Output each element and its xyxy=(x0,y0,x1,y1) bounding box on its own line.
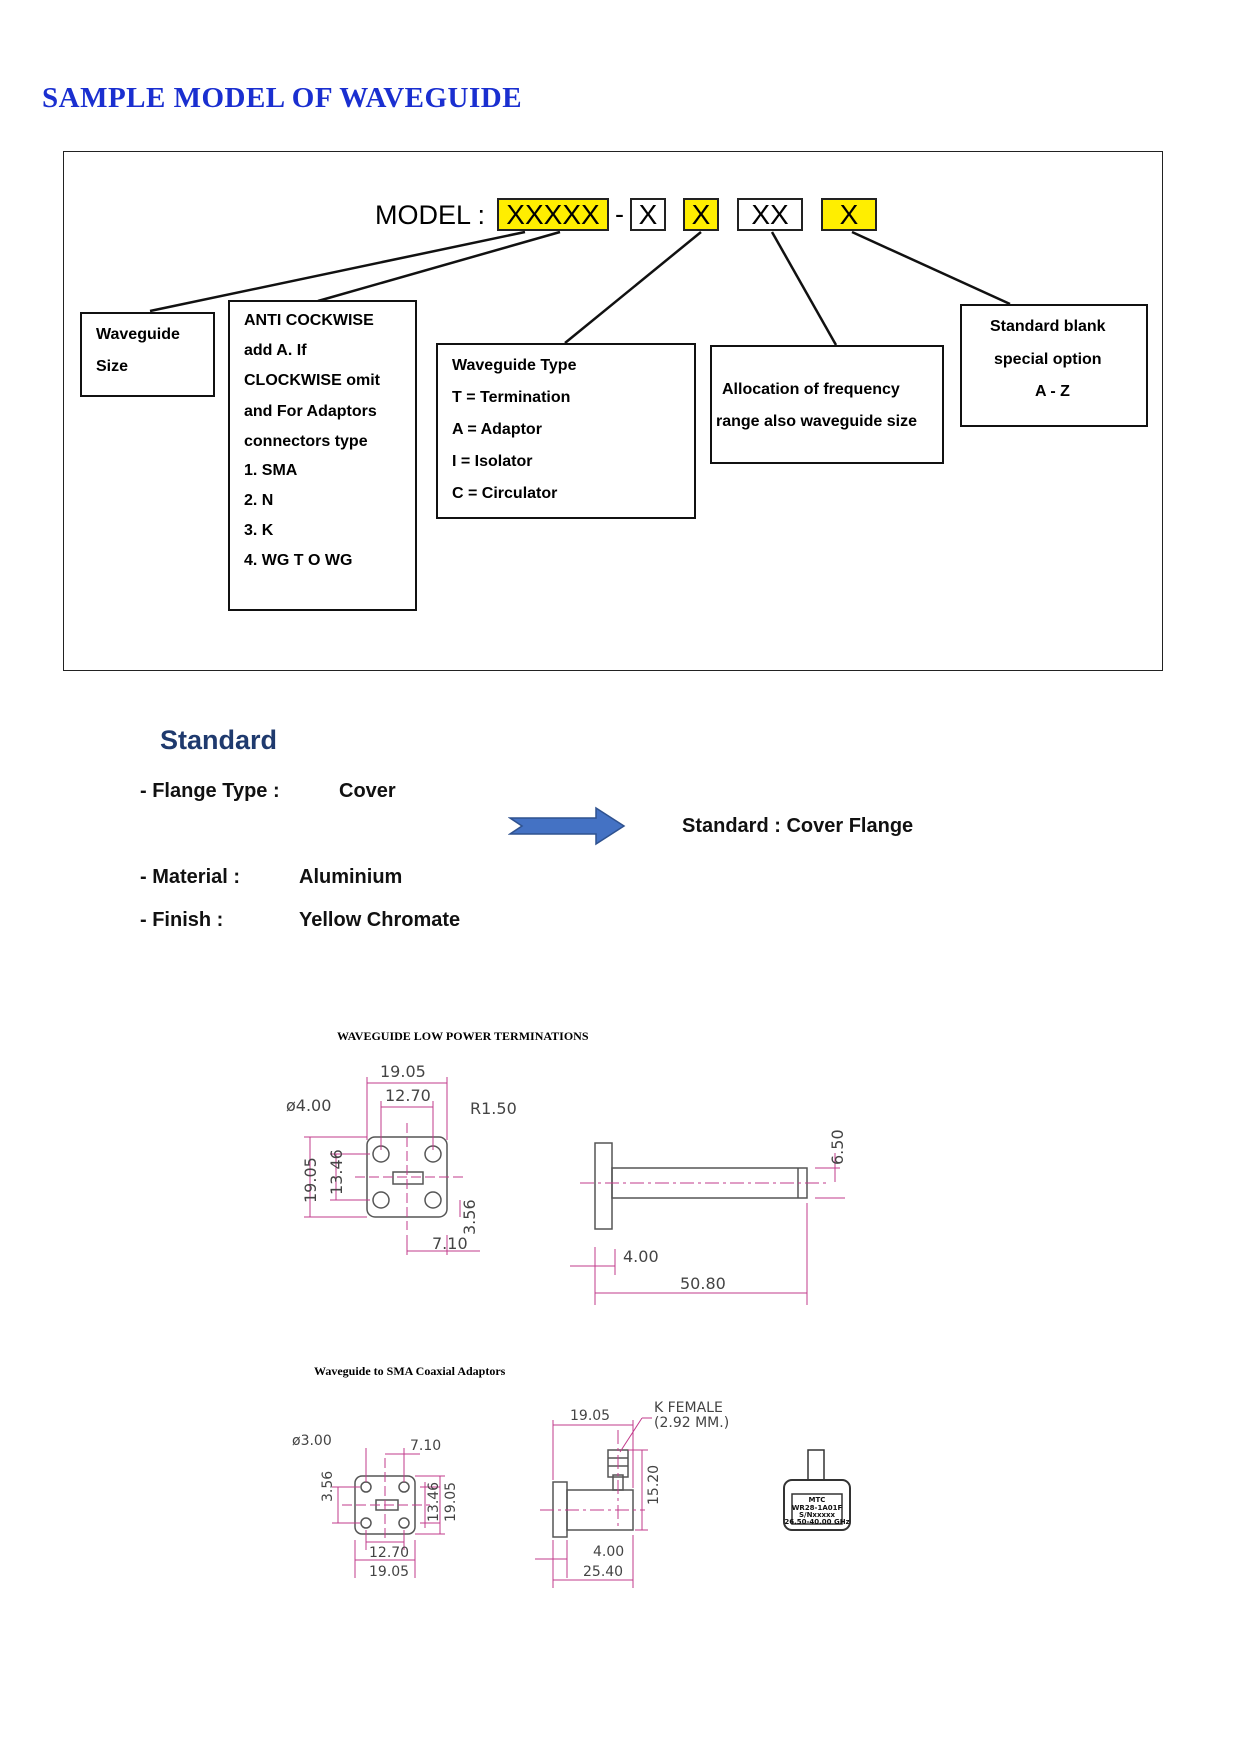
model-dash: - xyxy=(615,199,624,229)
direction-box-line: 1. SMA xyxy=(244,462,298,479)
adaptor-product-connector xyxy=(807,1449,825,1481)
type-box-line: T = Termination xyxy=(452,389,571,406)
direction-box-line: and For Adaptors xyxy=(244,403,377,420)
dim-label: 4.00 xyxy=(623,1247,659,1266)
dim-label: 12.70 xyxy=(369,1545,409,1561)
material-value: Aluminium xyxy=(299,866,403,888)
dim-label: 13.46 xyxy=(327,1149,346,1195)
type-box-line: Waveguide Type xyxy=(452,357,577,374)
right-arrow-icon xyxy=(508,806,626,846)
finish-value: Yellow Chromate xyxy=(299,909,461,931)
flange-hole xyxy=(398,1517,410,1529)
frequency-box: Allocation of frequency range also waveg… xyxy=(710,345,944,464)
dim-label: 7.10 xyxy=(432,1234,468,1253)
flange-type-value: Cover xyxy=(339,780,396,802)
direction-box-line: CLOCKWISE omit xyxy=(244,372,380,389)
direction-connector-box: ANTI COCKWISE add A. If CLOCKWISE omit a… xyxy=(228,300,417,611)
product-label-line: MTC xyxy=(809,1496,826,1504)
dim-label: 12.70 xyxy=(385,1086,431,1105)
special-box-line: special option xyxy=(994,351,1102,368)
connector-note: K FEMALE xyxy=(654,1400,723,1416)
connector-line-special xyxy=(851,230,1011,306)
dim-label: 19.05 xyxy=(369,1564,409,1580)
dim-label: 19.05 xyxy=(380,1062,426,1081)
waveguide-type-box: Waveguide Type T = Termination A = Adapt… xyxy=(436,343,696,519)
dim-label: R1.50 xyxy=(470,1099,517,1118)
page-title: SAMPLE MODEL OF WAVEGUIDE xyxy=(42,82,523,114)
direction-box-line: connectors type xyxy=(244,433,368,450)
direction-box-line: 4. WG T O WG xyxy=(244,552,353,569)
special-option-box: Standard blank special option A - Z xyxy=(960,304,1148,427)
adaptor-drawing-title: Waveguide to SMA Coaxial Adaptors xyxy=(314,1364,506,1378)
dim-label: 19.05 xyxy=(443,1482,459,1522)
connector-line-type xyxy=(564,231,702,344)
model-segment-special: X xyxy=(821,198,877,231)
special-box-line: A - Z xyxy=(1035,383,1070,400)
type-box-line: C = Circulator xyxy=(452,485,558,502)
product-label-line: WR28-1A01F xyxy=(792,1504,843,1512)
direction-box-line: add A. If xyxy=(244,342,307,359)
dim-label: 19.05 xyxy=(301,1157,320,1203)
flange-hole xyxy=(360,1481,372,1493)
connector-line-size xyxy=(149,230,526,313)
product-label-line: 26.50-40.00 GHz xyxy=(784,1518,849,1526)
finish-label: - Finish : xyxy=(140,909,224,931)
dim-label: 6.50 xyxy=(828,1129,847,1165)
model-segment-direction: X xyxy=(630,198,666,231)
model-label: MODEL : xyxy=(375,200,486,230)
direction-box-line: 2. N xyxy=(244,492,274,509)
flange-hole xyxy=(398,1481,410,1493)
flange-type-label: - Flange Type : xyxy=(140,780,280,802)
model-segment-type: X xyxy=(683,198,719,231)
standard-result: Standard : Cover Flange xyxy=(682,815,914,837)
direction-box-line: ANTI COCKWISE xyxy=(244,312,374,329)
waveguide-size-line: Waveguide xyxy=(96,326,180,343)
termination-drawing: 19.05 12.70 ø4.00 R1.50 19.05 13.46 3.56… xyxy=(286,1062,847,1305)
material-label: - Material : xyxy=(140,866,241,888)
dim-label: 7.10 xyxy=(410,1438,441,1454)
model-segment-frequency: XX xyxy=(737,198,803,231)
waveguide-size-line: Size xyxy=(96,358,129,375)
termination-drawing-title: WAVEGUIDE LOW POWER TERMINATIONS xyxy=(337,1029,589,1043)
connector-line-frequency xyxy=(770,231,838,346)
product-label-line: S/Nxxxxx xyxy=(799,1511,836,1519)
model-connector-lines xyxy=(149,230,1011,346)
connector-line-direction xyxy=(317,230,561,303)
type-box-line: I = Isolator xyxy=(452,453,533,470)
model-diagram-panel xyxy=(63,151,1163,671)
dim-label: 3.56 xyxy=(460,1199,479,1235)
frequency-box-line: range also waveguide size xyxy=(716,413,917,430)
dim-label: ø3.00 xyxy=(292,1433,332,1449)
dim-label: 25.40 xyxy=(583,1564,623,1580)
special-box-line: Standard blank xyxy=(990,318,1106,335)
flange-hole xyxy=(424,1191,442,1209)
connector-note: (2.92 MM.) xyxy=(654,1415,729,1431)
dim-label: 3.56 xyxy=(320,1471,336,1502)
dim-label: 13.46 xyxy=(426,1482,442,1522)
dim-label: ø4.00 xyxy=(286,1096,331,1115)
flange-hole xyxy=(360,1517,372,1529)
dim-label: 4.00 xyxy=(593,1544,624,1560)
waveguide-aperture xyxy=(392,1171,424,1185)
dim-label: 50.80 xyxy=(680,1274,726,1293)
dim-label: 15.20 xyxy=(646,1465,662,1505)
model-segment-size: XXXXX xyxy=(497,198,609,231)
type-box-line: A = Adaptor xyxy=(452,421,542,438)
termination-side-flange xyxy=(594,1142,613,1230)
waveguide-size-box: Waveguide Size xyxy=(80,312,215,397)
dim-label: 19.05 xyxy=(570,1408,610,1424)
flange-hole xyxy=(372,1191,390,1209)
direction-box-line: 3. K xyxy=(244,522,274,539)
frequency-box-line: Allocation of frequency xyxy=(722,381,900,398)
adaptor-drawing: ø3.00 7.10 3.56 13.46 19.05 12.70 19.05 … xyxy=(292,1400,851,1588)
standard-heading: Standard xyxy=(160,725,278,755)
